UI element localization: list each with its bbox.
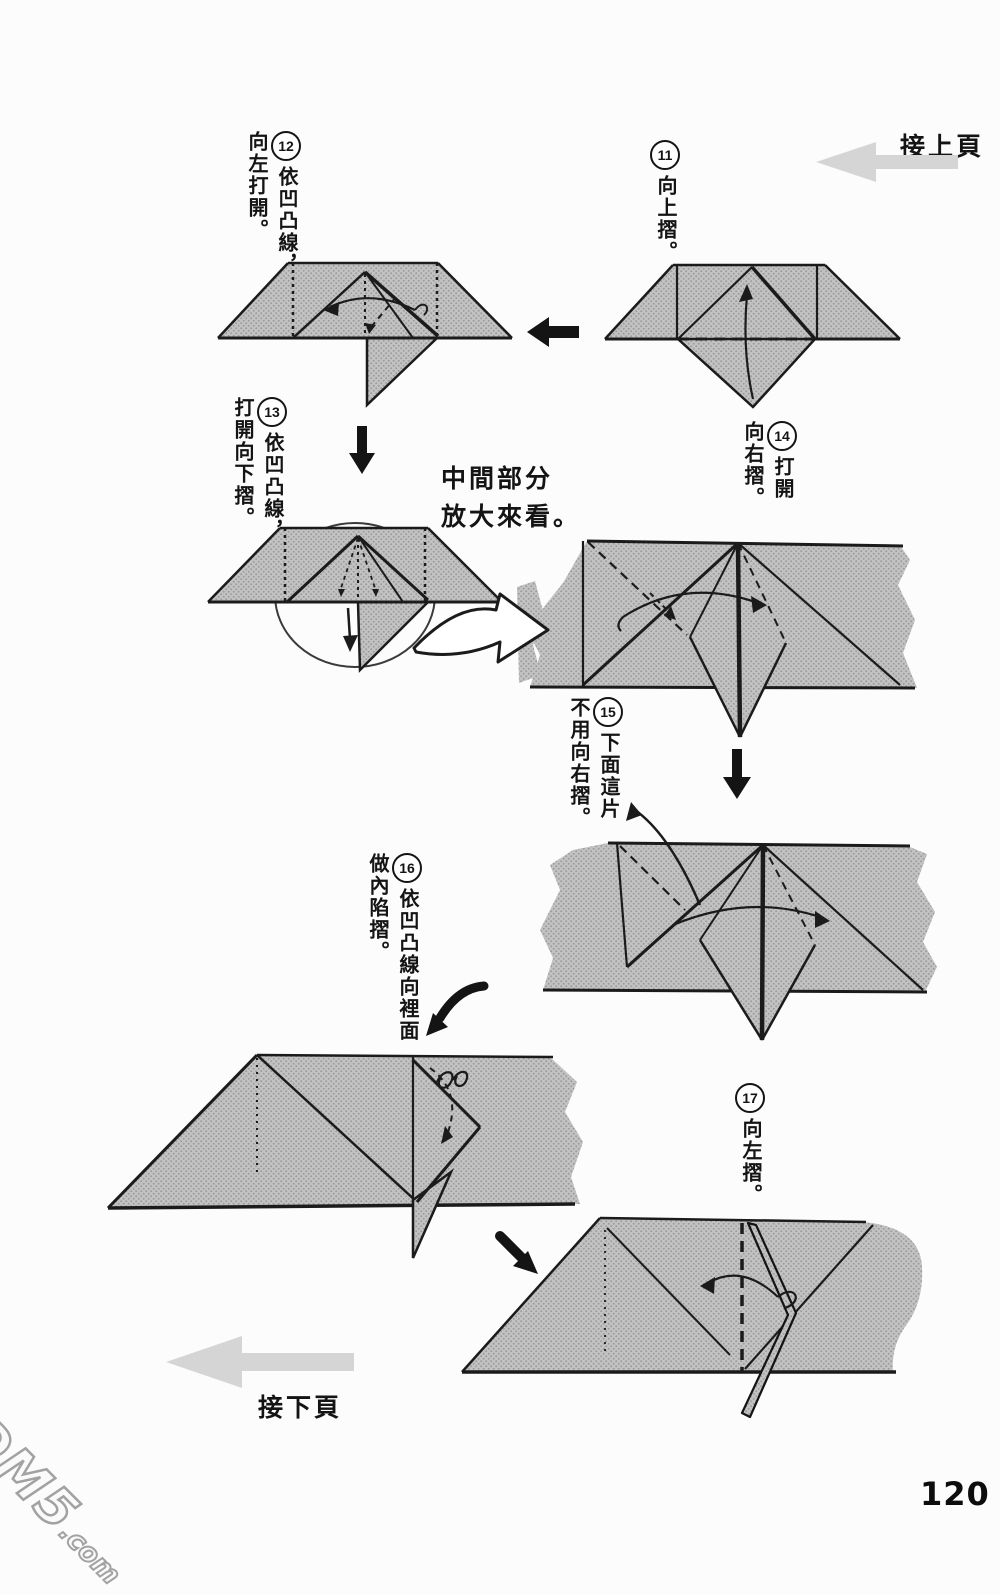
- step-13-label: 13依凹凸線， 打開向下摺。: [227, 397, 287, 582]
- origami-diagram-step-11: [604, 263, 901, 409]
- origami-diagram-step-14-enlarged: [517, 539, 917, 738]
- step-11-number-badge: 11: [650, 140, 680, 170]
- step-15-instruction: 下面這片 不用向右摺。: [567, 697, 619, 829]
- step-15-label: 15下面這片 不用向右摺。: [563, 697, 623, 872]
- page-number: 120: [920, 1475, 990, 1513]
- step-11-label: 11 向上摺。: [650, 140, 680, 300]
- step-14-instruction: 打開 向右摺。: [741, 421, 793, 509]
- step-12-instruction: 依凹凸線， 向左打開。: [245, 131, 297, 276]
- step-14-label: 14打開 向右摺。: [737, 421, 797, 556]
- arrow-16-direction-icon: [426, 981, 489, 1036]
- origami-diagram-step-15: [540, 802, 937, 1041]
- origami-diagram-step-13: [207, 522, 503, 673]
- step-17-number-badge: 17: [735, 1083, 765, 1113]
- arrow-11-to-12-icon: [527, 317, 579, 347]
- origami-diagram-step-17: [461, 1216, 923, 1419]
- origami-diagram-step-16: [106, 1053, 583, 1259]
- step-14-number-badge: 14: [767, 421, 797, 451]
- step-17-label: 17 向左摺。: [735, 1083, 765, 1238]
- arrow-12-to-13-icon: [349, 426, 375, 474]
- watermark-dm5: DM5.com: [0, 1403, 143, 1595]
- magnify-note: 中間部分 放大來看。: [441, 465, 582, 531]
- arrow-14-to-15-icon: [723, 749, 751, 799]
- step-17-instruction: 向左摺。: [739, 1118, 761, 1206]
- step-16-label: 16依凹凸線向裡面 做內陷摺。: [362, 853, 422, 1063]
- step-13-instruction: 依凹凸線， 打開向下摺。: [231, 397, 283, 542]
- step-12-number-badge: 12: [271, 131, 301, 161]
- step-11-instruction: 向上摺。: [654, 175, 676, 263]
- prev-page-arrow-icon: [816, 142, 958, 182]
- step-13-number-badge: 13: [257, 397, 287, 427]
- step-16-number-badge: 16: [392, 853, 422, 883]
- step-16-instruction: 依凹凸線向裡面 做內陷摺。: [366, 853, 418, 1042]
- arrow-16-to-17-icon: [495, 1231, 538, 1274]
- watermark-text-suffix: .com: [52, 1516, 128, 1592]
- next-page-arrow-icon: [166, 1336, 354, 1388]
- step-12-label: 12依凹凸線， 向左打開。: [241, 131, 301, 316]
- step-15-number-badge: 15: [593, 697, 623, 727]
- arrow-13-to-14-magnify-icon: [412, 592, 550, 664]
- next-page-label: 接下頁: [258, 1394, 343, 1422]
- origami-diagram-step-12: [217, 261, 513, 408]
